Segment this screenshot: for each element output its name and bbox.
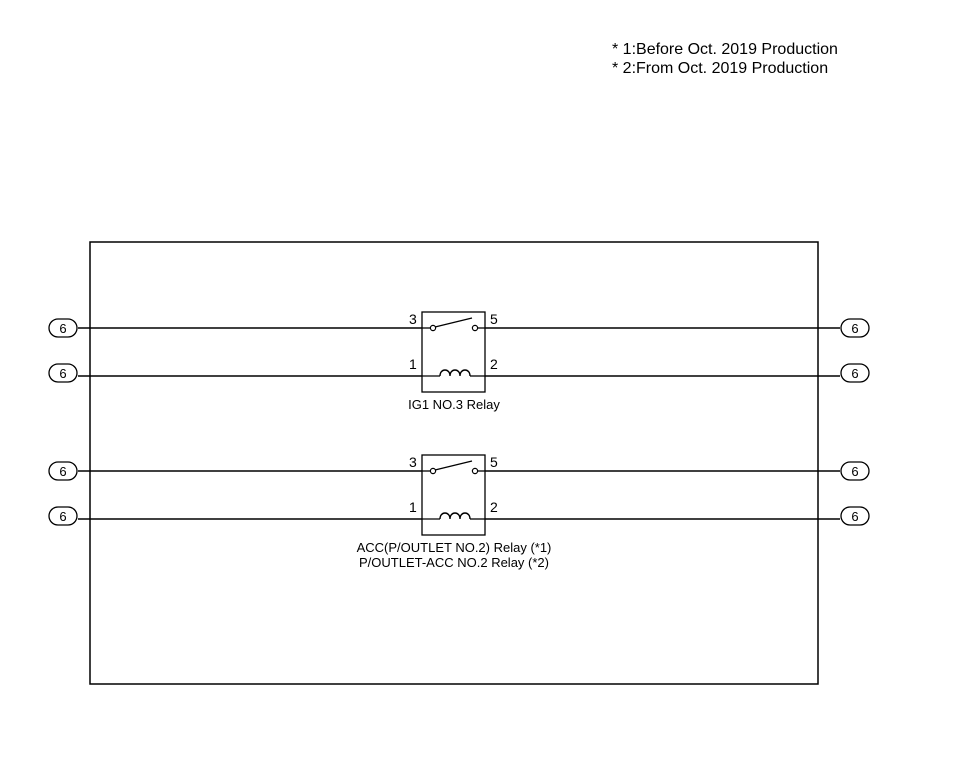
footnote-2: * 2:From Oct. 2019 Production	[612, 60, 829, 77]
connector-left-3: 6	[48, 461, 78, 481]
connector-left-4: 6	[48, 506, 78, 526]
relay2-name-line-1: ACC(P/OUTLET NO.2) Relay (*1)	[357, 540, 552, 555]
relay1-body	[421, 311, 486, 393]
connector-right-2: 6	[840, 363, 870, 383]
relay1-pin-2-label: 2	[490, 356, 498, 372]
relay1-coil	[439, 369, 471, 377]
relay-ig1-no3: 3 5 1 2 IG1 NO.3 Relay	[78, 311, 840, 412]
relay2-switch-arm	[434, 460, 473, 471]
relay1-pin-1-label: 1	[409, 356, 417, 372]
connector-right-1-label: 6	[851, 321, 858, 336]
relay1-switch-arm	[434, 317, 473, 328]
connector-left-3-label: 6	[59, 464, 66, 479]
connector-left-2-label: 6	[59, 366, 66, 381]
connector-left-1-label: 6	[59, 321, 66, 336]
connector-right-2-label: 6	[851, 366, 858, 381]
relay-acc-p-outlet-no2: 3 5 1 2 ACC(P/OUTLET NO.2) Relay (*1) P/…	[78, 454, 840, 570]
relay2-pin-2-label: 2	[490, 499, 498, 515]
relay1-contact-5	[471, 324, 479, 332]
connector-right-4: 6	[840, 506, 870, 526]
relay2-body	[421, 454, 486, 536]
relay1-pin-3-label: 3	[409, 311, 417, 327]
relay1-name: IG1 NO.3 Relay	[408, 397, 500, 412]
relay1-contact-3	[429, 324, 437, 332]
connector-right-4-label: 6	[851, 509, 858, 524]
footnotes: * 1:Before Oct. 2019 Production * 2:From…	[612, 40, 838, 78]
relay2-pin-3-label: 3	[409, 454, 417, 470]
relay2-pin-5-label: 5	[490, 454, 498, 470]
connector-right-3: 6	[840, 461, 870, 481]
connector-left-1: 6	[48, 318, 78, 338]
relay2-coil	[439, 512, 471, 520]
relay2-contact-3	[429, 467, 437, 475]
relay1-pin-5-label: 5	[490, 311, 498, 327]
junction-block-frame	[89, 241, 819, 685]
connector-left-4-label: 6	[59, 509, 66, 524]
connector-right-1: 6	[840, 318, 870, 338]
relay2-contact-5	[471, 467, 479, 475]
footnote-1: * 1:Before Oct. 2019 Production	[612, 41, 838, 58]
connector-right-3-label: 6	[851, 464, 858, 479]
relay2-pin-1-label: 1	[409, 499, 417, 515]
relay2-name-line-2: P/OUTLET-ACC NO.2 Relay (*2)	[359, 555, 549, 570]
connector-left-2: 6	[48, 363, 78, 383]
